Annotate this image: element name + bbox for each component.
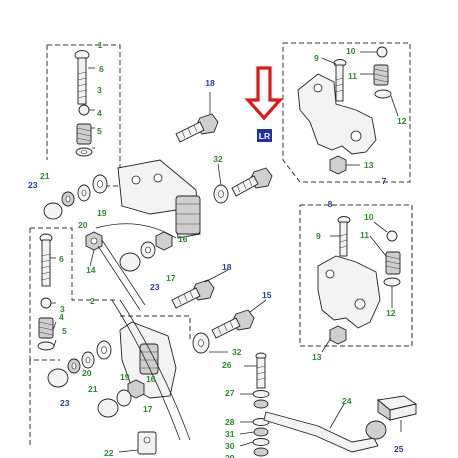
callout-7: 7 [382,176,387,186]
highlight-arrow [244,66,284,121]
group-7-parts [297,46,392,175]
check-strap-24 [263,411,387,453]
callout-8: 8 [328,199,333,209]
callout-11: 11 [348,71,357,81]
group-lower-outline [29,315,191,448]
group-7-outline [282,42,411,183]
callout-31: 31 [225,429,235,439]
callout-20: 20 [78,220,88,230]
callout-9: 9 [316,231,321,241]
callout-26: 26 [222,360,232,370]
buffer-25 [376,395,418,421]
callout-27: 27 [225,388,235,398]
callout-4: 4 [59,312,64,322]
highlight-badge [257,129,272,142]
highlight-badge-text: LR [259,131,271,141]
group-8-parts [317,216,401,345]
callout-17: 17 [166,273,176,283]
callout-labels: 1 6 3 4 5 18 9 10 11 12 13 7 32 21 23 20… [28,40,407,458]
callout-25: 25 [394,444,404,454]
group-1-outline [46,44,121,187]
hinge-lower [111,299,191,441]
callout-9: 9 [314,53,319,63]
callout-32: 32 [213,154,223,164]
callout-13: 13 [312,352,322,362]
callout-32: 32 [232,347,242,357]
washer-stack-upper [43,174,108,220]
callout-24: 24 [342,396,352,406]
callout-10: 10 [364,212,374,222]
callout-16: 16 [178,234,188,244]
callout-22: 22 [104,448,114,458]
callout-4: 4 [97,108,102,118]
callout-28: 28 [225,417,235,427]
callout-23: 23 [150,282,160,292]
callout-23: 23 [60,398,70,408]
callout-17: 17 [143,404,153,414]
middle-hardware [85,223,177,311]
callout-6: 6 [99,64,104,74]
callout-12: 12 [386,308,396,318]
callout-11: 11 [360,230,369,240]
callout-6: 6 [59,254,64,264]
bolt-18-lower [171,279,215,309]
leader-lines [50,51,402,453]
callout-19: 19 [97,208,107,218]
callout-5: 5 [62,326,67,336]
callout-21: 21 [40,171,50,181]
callout-18: 18 [222,262,232,272]
callout-12: 12 [397,116,407,126]
group-1-parts [74,50,93,157]
callout-20: 20 [82,368,92,378]
callout-3: 3 [97,85,102,95]
callout-1: 1 [98,40,103,50]
callout-2: 2 [90,296,95,306]
callout-10: 10 [346,46,356,56]
callout-18: 18 [205,78,215,88]
callout-21: 21 [88,384,98,394]
callout-16: 16 [146,374,156,384]
callout-19: 19 [120,372,130,382]
washer-stack-lower [47,340,157,455]
group-2-parts [37,233,55,351]
callout-3: 3 [60,304,65,314]
hinge-upper [117,159,201,239]
callout-15: 15 [262,290,272,300]
callout-5: 5 [97,126,102,136]
callout-30: 30 [225,441,235,451]
check-strap-stack [252,352,270,457]
group-8-outline [299,204,413,347]
callout-13: 13 [364,160,374,170]
bolt-15 [211,309,255,339]
callout-29: 29 [225,453,235,458]
bolt-highlighted [231,167,273,197]
bolt-18-upper [175,113,219,143]
callout-23: 23 [28,180,38,190]
callout-14: 14 [86,265,96,275]
